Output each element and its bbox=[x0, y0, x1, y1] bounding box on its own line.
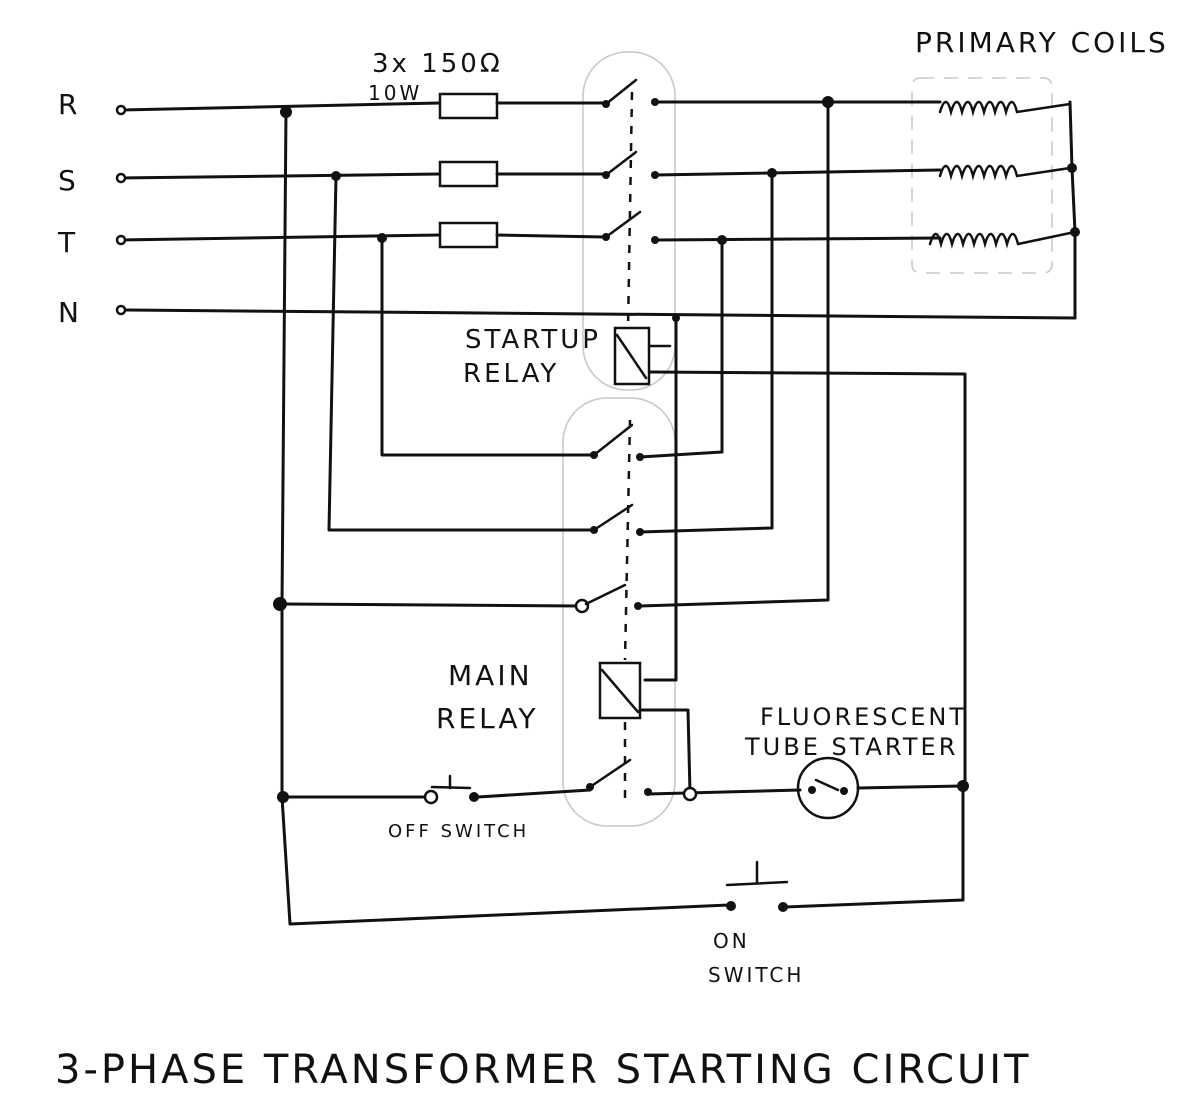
primary-coils-label: PRIMARY COILS bbox=[915, 26, 1169, 59]
line-n-wire bbox=[120, 308, 1077, 320]
main-relay-label-2: RELAY bbox=[436, 702, 538, 735]
line-t-wire bbox=[120, 221, 607, 249]
junction-t-input bbox=[377, 233, 387, 243]
on-switch-label-2: SWITCH bbox=[708, 963, 804, 987]
resistor-power-label: 10W bbox=[368, 81, 422, 105]
neutral-coil-feed bbox=[643, 316, 678, 682]
startup-relay-label-1: STARTUP bbox=[465, 325, 601, 355]
label-t: T bbox=[57, 226, 78, 259]
label-s: S bbox=[58, 164, 79, 197]
off-to-hold-wire bbox=[476, 788, 592, 799]
startup-relay-coil bbox=[613, 326, 672, 386]
starter-label-1: FLUORESCENT bbox=[760, 703, 967, 731]
r-input-bus bbox=[280, 108, 731, 926]
startup-contact-t bbox=[602, 210, 659, 244]
main-hold-contact bbox=[586, 758, 652, 796]
junction-t-output bbox=[717, 235, 727, 245]
coil-star-bus bbox=[1068, 100, 1077, 320]
star-junction-s bbox=[1067, 163, 1077, 173]
startup-coil-feed bbox=[648, 370, 967, 787]
line-s-wire bbox=[120, 160, 607, 188]
terminal-r bbox=[115, 104, 127, 116]
starter-label-2: TUBE STARTER bbox=[744, 733, 958, 761]
main-relay-coil bbox=[598, 661, 642, 720]
startup-mech-link bbox=[626, 91, 634, 331]
resistor-s bbox=[438, 160, 499, 188]
t-input-tap bbox=[380, 236, 596, 457]
junction-s-input bbox=[331, 171, 341, 181]
primary-coil-s bbox=[938, 164, 1072, 181]
junction-control bbox=[277, 791, 289, 803]
main-relay-label-1: MAIN bbox=[448, 659, 533, 692]
startup-contact-r bbox=[602, 78, 659, 108]
primary-coil-t bbox=[928, 230, 1077, 249]
junction-r-input bbox=[280, 106, 292, 118]
on-switch-label-1: ON bbox=[713, 929, 750, 953]
r-output-drop bbox=[638, 100, 830, 608]
s-input-tap bbox=[327, 174, 596, 532]
terminal-n bbox=[115, 304, 127, 316]
junction-s-output bbox=[767, 168, 777, 178]
line-r-wire bbox=[120, 92, 607, 120]
resistor-value-label: 3x 150Ω bbox=[372, 49, 503, 79]
star-junction-t bbox=[1070, 227, 1080, 237]
terminal-s bbox=[115, 172, 127, 184]
output-s-wire bbox=[653, 168, 942, 177]
off-switch-label: OFF SWITCH bbox=[388, 821, 529, 842]
s-output-drop bbox=[638, 171, 774, 534]
junction-neutral bbox=[672, 314, 680, 322]
resistor-t bbox=[438, 221, 499, 249]
off-switch[interactable] bbox=[423, 774, 479, 805]
on-switch-return bbox=[783, 784, 965, 909]
hold-to-starter-wire bbox=[646, 788, 802, 796]
main-coil-return bbox=[638, 708, 692, 795]
terminal-t bbox=[115, 234, 127, 246]
main-contact-s bbox=[590, 503, 644, 536]
on-switch[interactable] bbox=[725, 860, 789, 912]
junction-r-output bbox=[822, 96, 834, 108]
label-n: N bbox=[58, 296, 82, 329]
main-contact-r bbox=[280, 583, 642, 614]
fluorescent-starter-symbol bbox=[796, 756, 860, 820]
output-t-wire bbox=[653, 236, 942, 242]
resistor-r bbox=[438, 92, 499, 120]
diagram-title: 3-PHASE TRANSFORMER STARTING CIRCUIT bbox=[55, 1047, 1031, 1093]
main-mech-link bbox=[623, 419, 632, 661]
starter-right-wire bbox=[856, 784, 965, 790]
startup-relay-outline bbox=[582, 51, 676, 391]
primary-coil-r bbox=[938, 100, 1072, 117]
main-contact-t bbox=[590, 423, 644, 461]
startup-relay-label-2: RELAY bbox=[463, 359, 559, 389]
label-r: R bbox=[58, 88, 80, 121]
t-output-drop bbox=[638, 238, 724, 459]
primary-coils-outline bbox=[911, 77, 1053, 274]
junction-main-r bbox=[273, 597, 287, 611]
junction-hold bbox=[682, 786, 698, 802]
